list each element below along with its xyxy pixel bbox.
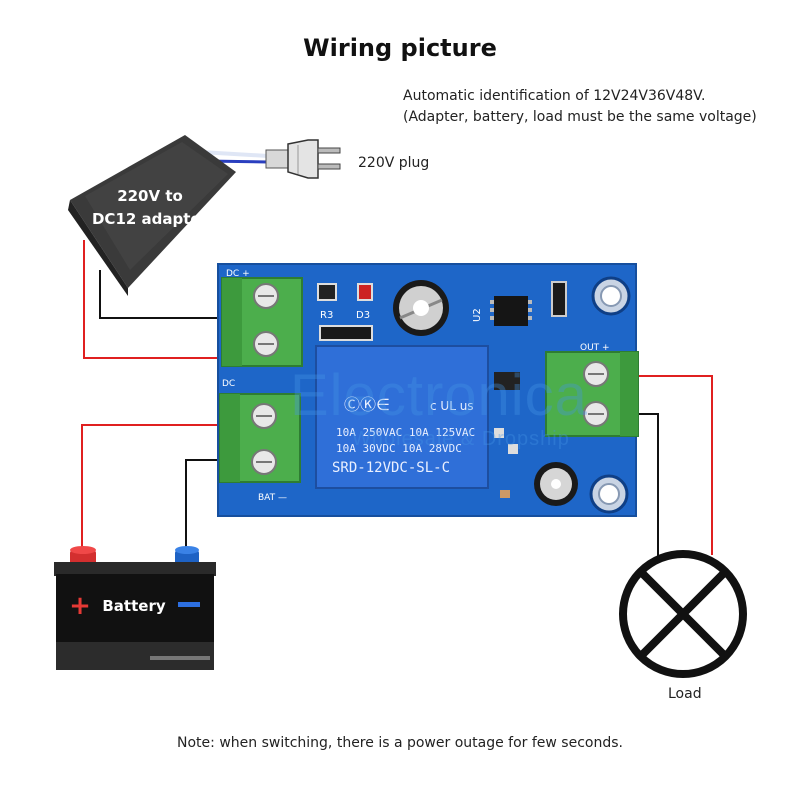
battery: + bbox=[54, 546, 216, 670]
battery-minus-icon bbox=[178, 602, 200, 607]
mounting-hole-top bbox=[591, 276, 631, 316]
ic-chip bbox=[490, 296, 532, 326]
watermark-main: Electronica bbox=[290, 363, 588, 428]
terminal-dc bbox=[221, 277, 303, 367]
d3-label: D3 bbox=[356, 310, 370, 321]
bat-label: BAT — bbox=[258, 493, 287, 503]
smd-part-3 bbox=[508, 444, 518, 454]
battery-label: Battery bbox=[102, 597, 165, 615]
relay: ⒸⓀ∈ c UL us 10A 250VAC 10A 125VAC 10A 30… bbox=[315, 345, 489, 489]
relay-rating-2: 10A 30VDC 10A 28VDC bbox=[336, 442, 462, 455]
relay-brand: ⒸⓀ∈ bbox=[344, 395, 390, 414]
battery-plus-icon: + bbox=[69, 591, 91, 621]
battery-red-wire bbox=[81, 424, 220, 556]
dc-label-2: DC bbox=[222, 379, 235, 389]
adapter-black-wire bbox=[99, 270, 222, 319]
smd-part-1 bbox=[494, 372, 520, 390]
r3-label: R3 bbox=[320, 310, 333, 321]
smd-part-2 bbox=[494, 428, 504, 438]
load-label: Load bbox=[668, 686, 702, 702]
plug-icon bbox=[265, 139, 341, 179]
terminal-bat bbox=[219, 393, 301, 483]
out-label: OUT + bbox=[580, 343, 610, 353]
relay-rating-1: 10A 250VAC 10A 125VAC bbox=[336, 426, 475, 439]
capacitor-bottom bbox=[534, 462, 578, 506]
battery-black-wire bbox=[185, 459, 220, 556]
page-title: Wiring picture bbox=[303, 34, 497, 62]
terminal-out bbox=[545, 351, 639, 437]
led-d3 bbox=[357, 283, 373, 301]
out-red-wire bbox=[610, 375, 713, 555]
adapter-red-wire bbox=[83, 240, 222, 359]
resistor-r3 bbox=[317, 283, 337, 301]
plug-label: 220V plug bbox=[358, 155, 430, 171]
relay-model: SRD-12VDC-SL-C bbox=[332, 460, 450, 476]
same-voltage-note: (Adapter, battery, load must be the same… bbox=[403, 109, 757, 125]
capacitor-top bbox=[393, 280, 449, 336]
u2-label: U2 bbox=[472, 308, 483, 322]
adapter-label-line2: DC12 adapter bbox=[92, 210, 209, 228]
diode-main bbox=[319, 325, 373, 341]
relay-cert: c UL us bbox=[430, 399, 474, 413]
relay-board: U2 R3 D3 ⒸⓀ∈ c UL us 10A 250VAC 10A 125V… bbox=[217, 263, 639, 517]
footer-note: Note: when switching, there is a power o… bbox=[177, 735, 623, 751]
diode-right bbox=[551, 281, 567, 317]
smd-part-4 bbox=[500, 490, 510, 498]
dc-label: DC + bbox=[226, 269, 250, 279]
watermark-sub: Wholesale & Dropship bbox=[352, 428, 570, 450]
load-lamp-icon bbox=[619, 550, 747, 678]
voltage-note: Automatic identification of 12V24V36V48V… bbox=[403, 88, 706, 104]
plug-wire-white bbox=[199, 150, 269, 158]
adapter: 220V to DC12 adapter bbox=[68, 135, 236, 296]
mounting-hole-bottom bbox=[589, 474, 629, 514]
adapter-label-line1: 220V to bbox=[117, 187, 183, 205]
